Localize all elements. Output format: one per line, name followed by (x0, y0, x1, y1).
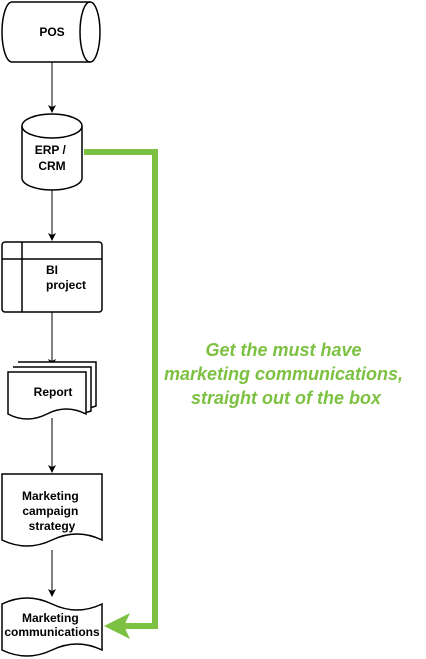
bi-project-label: BI project (46, 263, 86, 292)
report-label: Report (34, 385, 73, 399)
campaign-strategy-label: Marketing campaign strategy (22, 489, 82, 533)
callout-text: Get the must have marketing communicatio… (164, 340, 408, 408)
node-pos: POS (1, 1, 101, 63)
node-bi-project: BI project (1, 241, 103, 313)
node-report: Report (7, 361, 97, 420)
green-arrowhead (104, 613, 130, 639)
green-shortcut-connector (84, 149, 158, 629)
node-campaign-strategy: Marketing campaign strategy (1, 473, 103, 547)
communications-label: Marketing communications (4, 611, 100, 639)
node-communications: Marketing communications (1, 597, 103, 657)
node-erp-crm: ERP / CRM (21, 113, 83, 191)
erp-crm-label: ERP / CRM (35, 143, 69, 173)
pos-label: POS (39, 25, 64, 39)
